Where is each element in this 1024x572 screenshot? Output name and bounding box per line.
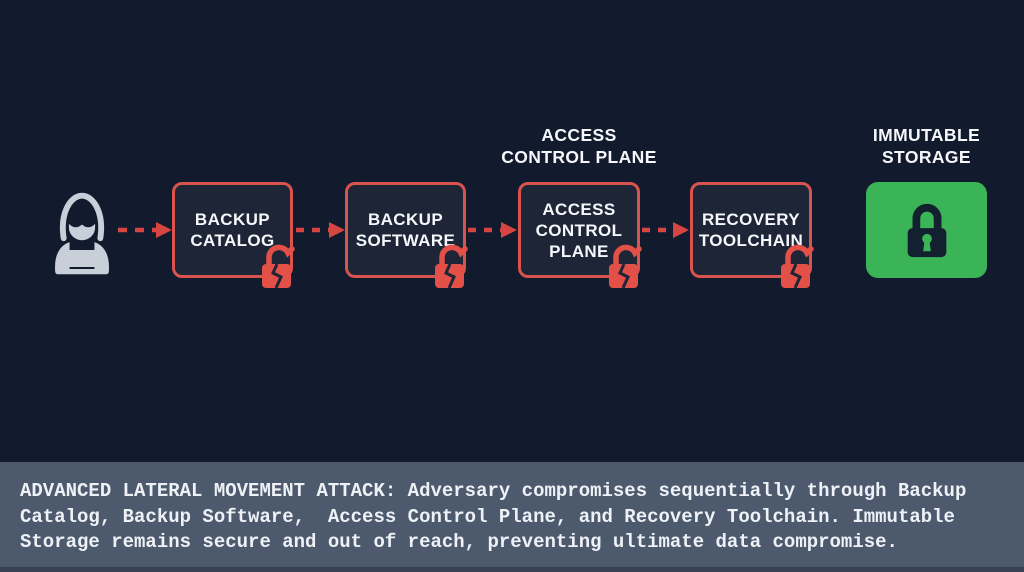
hacker-face-mask bbox=[68, 223, 96, 241]
immutable-storage-label: IMMUTABLE STORAGE bbox=[872, 125, 981, 167]
broken-lock-icon bbox=[781, 244, 814, 289]
node-label: ACCESS CONTROL PLANE bbox=[535, 199, 623, 261]
node-label: RECOVERY TOOLCHAIN bbox=[698, 210, 804, 250]
node-recovery-toolchain: RECOVERY TOOLCHAIN bbox=[690, 182, 814, 289]
node-backup-catalog: BACKUP CATALOG bbox=[172, 182, 295, 289]
caption-bar: ADVANCED LATERAL MOVEMENT ATTACK: Advers… bbox=[0, 462, 1024, 572]
laptop-base bbox=[55, 269, 109, 275]
closed-lock-icon bbox=[907, 203, 946, 258]
caption-text: ADVANCED LATERAL MOVEMENT ATTACK: Advers… bbox=[20, 480, 967, 553]
diagram-stage: ACCESS CONTROL PLANE IMMUTABLE STORAGE B… bbox=[55, 125, 987, 289]
attack-arrow-4 bbox=[642, 222, 689, 238]
node-label: BACKUP SOFTWARE bbox=[355, 210, 456, 250]
attack-arrow-1 bbox=[118, 222, 172, 238]
access-control-plane-overhead-label: ACCESS CONTROL PLANE bbox=[501, 125, 657, 167]
hacker-icon bbox=[55, 192, 109, 275]
attack-arrow-2 bbox=[296, 222, 345, 238]
laptop-screen bbox=[60, 250, 104, 268]
node-immutable-storage bbox=[866, 182, 987, 278]
node-label: BACKUP CATALOG bbox=[190, 210, 275, 250]
broken-lock-icon bbox=[435, 244, 468, 289]
node-backup-software: BACKUP SOFTWARE bbox=[345, 182, 468, 289]
broken-lock-icon bbox=[609, 244, 642, 289]
attack-arrow-3 bbox=[468, 222, 517, 238]
node-access-control-plane: ACCESS CONTROL PLANE bbox=[518, 182, 642, 289]
broken-lock-icon bbox=[262, 244, 295, 289]
